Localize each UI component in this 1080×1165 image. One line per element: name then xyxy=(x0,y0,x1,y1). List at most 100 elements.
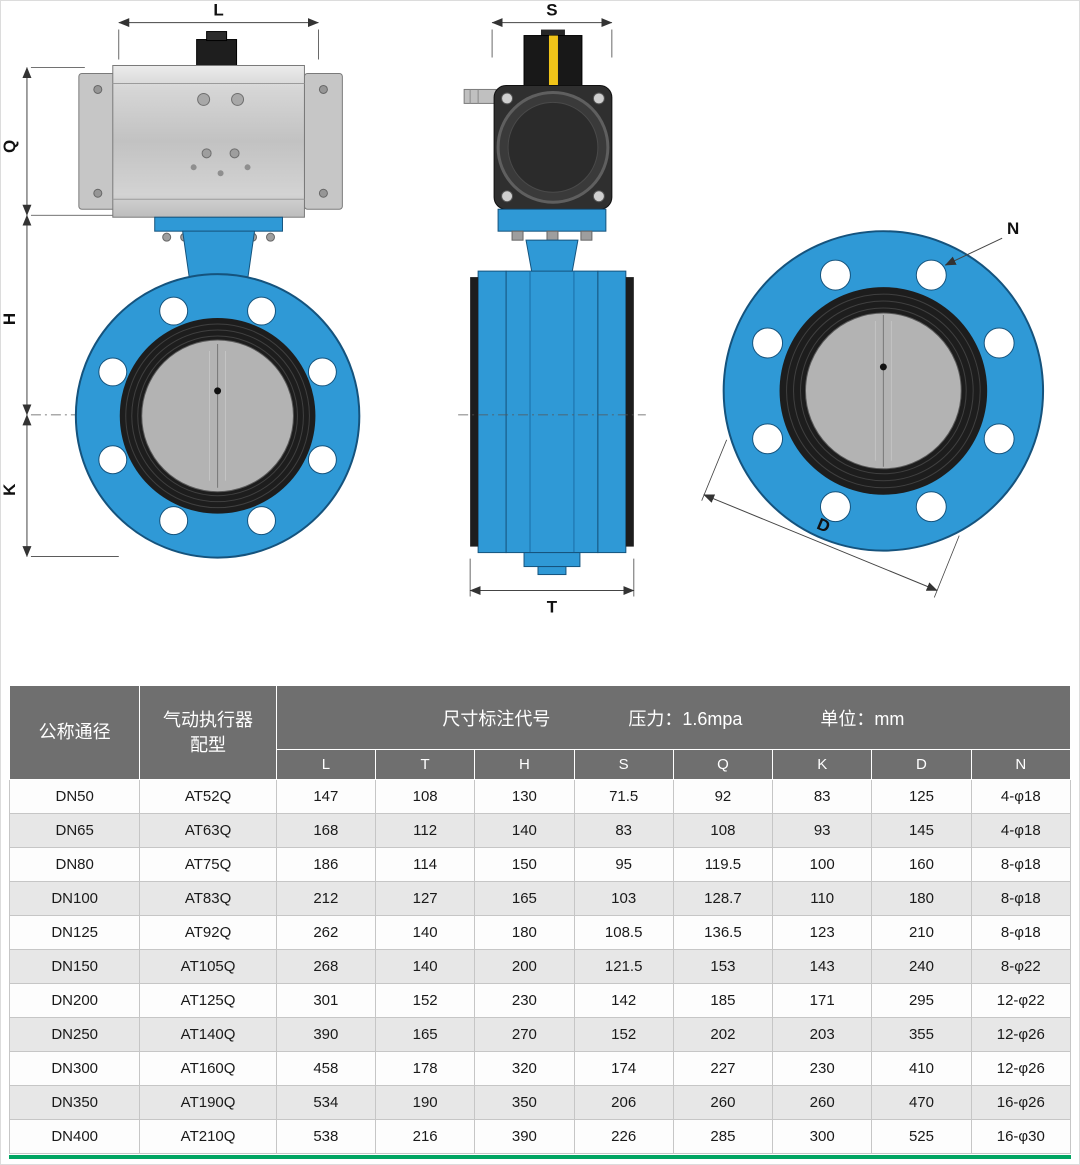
actuator-side xyxy=(463,29,613,210)
table-cell: 12-φ22 xyxy=(970,983,1072,1018)
table-cell: 206 xyxy=(573,1085,674,1120)
table-cell: 147 xyxy=(275,779,377,814)
table-cell: 121.5 xyxy=(573,949,674,984)
table-cell: 136.5 xyxy=(672,915,774,950)
table-cell: 200 xyxy=(474,949,575,984)
valve-neck-front xyxy=(154,216,283,288)
dimension-L xyxy=(118,18,319,60)
flange-face-view: N D xyxy=(701,219,1045,598)
table-cell: AT105Q xyxy=(139,949,277,984)
side-view: S xyxy=(458,1,646,616)
table-cell: 8-φ18 xyxy=(970,881,1072,916)
table-cell: 203 xyxy=(772,1017,873,1052)
table-cell: AT83Q xyxy=(139,881,277,916)
actuator-header-line1: 气动执行器 xyxy=(163,710,254,731)
table-cell: 165 xyxy=(474,881,575,916)
dim-label-n: N xyxy=(1007,219,1019,238)
table-cell: DN80 xyxy=(8,847,141,882)
col-header-nominal-diameter: 公称通径 xyxy=(8,685,141,780)
accent-bottom-line xyxy=(9,1155,1071,1159)
table-cell: DN65 xyxy=(8,813,141,848)
table-cell: AT210Q xyxy=(139,1119,277,1154)
table-cell: 140 xyxy=(374,949,476,984)
table-cell: 114 xyxy=(374,847,476,882)
table-cell: 355 xyxy=(871,1017,972,1052)
table-cell: 240 xyxy=(871,949,972,984)
table-cell: 458 xyxy=(275,1051,377,1086)
table-cell: 8-φ22 xyxy=(970,949,1072,984)
table-cell: 227 xyxy=(672,1051,774,1086)
table-cell: AT52Q xyxy=(139,779,277,814)
table-cell: 160 xyxy=(871,847,972,882)
dimension-S xyxy=(491,18,613,58)
table-cell: 12-φ26 xyxy=(970,1017,1072,1052)
table-cell: 410 xyxy=(871,1051,972,1086)
dim-column-header: N xyxy=(970,749,1072,780)
table-cell: 210 xyxy=(871,915,972,950)
table-cell: 123 xyxy=(772,915,873,950)
table-cell: 83 xyxy=(573,813,674,848)
dimension-N-leader xyxy=(944,237,1003,266)
table-cell: 153 xyxy=(672,949,774,984)
table-cell: 470 xyxy=(871,1085,972,1120)
table-cell: 4-φ18 xyxy=(970,813,1072,848)
dim-column-header: L xyxy=(275,749,377,780)
valve-body-front xyxy=(74,273,361,559)
table-cell: DN250 xyxy=(8,1017,141,1052)
table-cell: 125 xyxy=(871,779,972,814)
dim-label-l: L xyxy=(213,1,223,20)
table-cell: 100 xyxy=(772,847,873,882)
table-cell: DN125 xyxy=(8,915,141,950)
table-cell: 140 xyxy=(474,813,575,848)
table-cell: 168 xyxy=(275,813,377,848)
table-cell: 12-φ26 xyxy=(970,1051,1072,1086)
table-cell: 230 xyxy=(474,983,575,1018)
table-cell: 534 xyxy=(275,1085,377,1120)
unit-info: 单位：mm xyxy=(820,708,905,729)
table-cell: DN400 xyxy=(8,1119,141,1154)
table-cell: AT140Q xyxy=(139,1017,277,1052)
table-cell: 150 xyxy=(474,847,575,882)
table-cell: 390 xyxy=(275,1017,377,1052)
table-cell: 143 xyxy=(772,949,873,984)
table-cell: 128.7 xyxy=(672,881,774,916)
dim-label-h: H xyxy=(1,313,19,325)
table-banner: 尺寸标注代号 压力：1.6mpa 单位：mm xyxy=(275,685,1072,750)
dim-column-header: K xyxy=(772,749,873,780)
table-cell: 300 xyxy=(772,1119,873,1154)
table-cell: 186 xyxy=(275,847,377,882)
table-cell: 16-φ30 xyxy=(970,1119,1072,1154)
table-cell: 262 xyxy=(275,915,377,950)
table-cell: 230 xyxy=(772,1051,873,1086)
table-cell: DN100 xyxy=(8,881,141,916)
table-cell: 108.5 xyxy=(573,915,674,950)
table-cell: 174 xyxy=(573,1051,674,1086)
table-cell: DN300 xyxy=(8,1051,141,1086)
dimension-D-extensions xyxy=(701,439,960,598)
table-cell: 260 xyxy=(672,1085,774,1120)
dim-label-t: T xyxy=(547,597,558,616)
table-cell: DN350 xyxy=(8,1085,141,1120)
table-cell: DN150 xyxy=(8,949,141,984)
table-cell: DN200 xyxy=(8,983,141,1018)
table-cell: AT125Q xyxy=(139,983,277,1018)
table-cell: 130 xyxy=(474,779,575,814)
table-cell: 83 xyxy=(772,779,873,814)
table-cell: 260 xyxy=(772,1085,873,1120)
dimension-D-line xyxy=(703,494,938,591)
table-cell: 112 xyxy=(374,813,476,848)
dim-column-header: Q xyxy=(672,749,774,780)
table-cell: 152 xyxy=(573,1017,674,1052)
dim-label-k: K xyxy=(1,483,19,496)
table-cell: 180 xyxy=(871,881,972,916)
table-cell: 92 xyxy=(672,779,774,814)
